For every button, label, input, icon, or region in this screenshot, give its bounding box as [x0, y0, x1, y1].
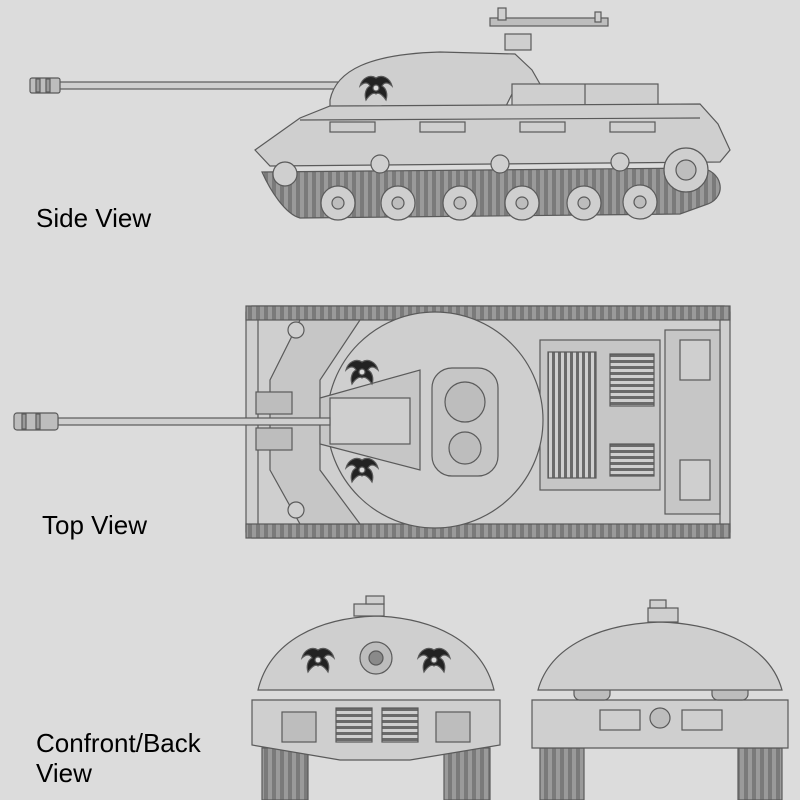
- front-view-tank: [251, 595, 501, 800]
- side-view-label: Side View: [36, 203, 152, 233]
- side-road-wheels: [320, 184, 658, 221]
- top-barrel: [57, 417, 331, 426]
- side-muzzle-brake: [29, 77, 61, 94]
- side-barrel: [57, 81, 341, 90]
- top-view-tank: [13, 305, 731, 539]
- front-back-view-label: Confront/Back View: [36, 728, 201, 788]
- side-hull: [254, 103, 731, 167]
- top-grille-right-top: [609, 353, 655, 407]
- top-grille-left: [547, 351, 597, 479]
- side-mg: [489, 17, 609, 27]
- top-view-label: Top View: [42, 510, 148, 540]
- side-turret: [329, 51, 541, 109]
- back-view-tank: [531, 599, 789, 800]
- back-turret: [537, 621, 783, 691]
- front-back-label-line2: View: [36, 758, 92, 788]
- side-view-tank: [29, 7, 731, 221]
- top-grille-right-bottom: [609, 443, 655, 477]
- side-track: [261, 167, 721, 219]
- front-back-label-line1: Confront/Back: [36, 728, 201, 758]
